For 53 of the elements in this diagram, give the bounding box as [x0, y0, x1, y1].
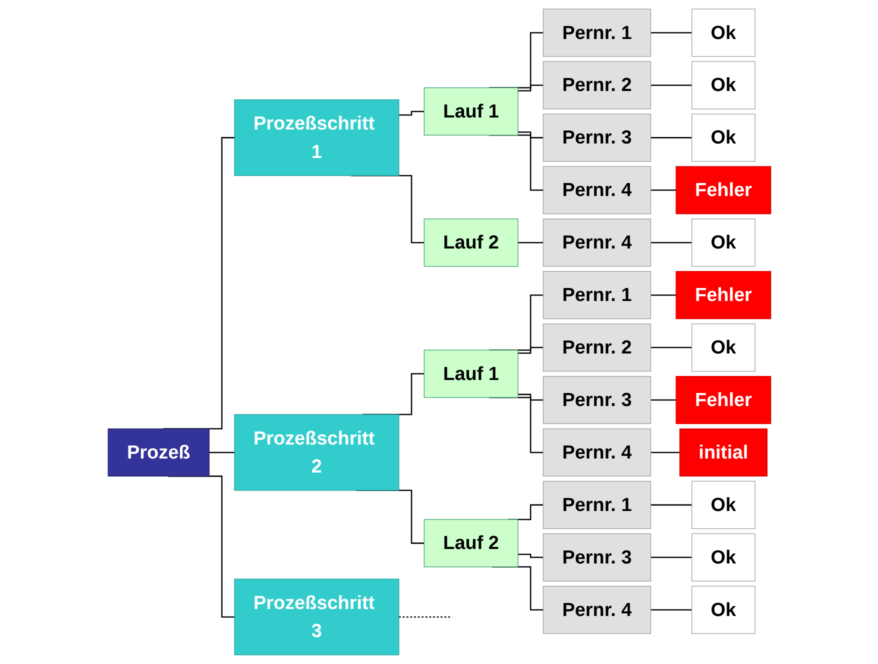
connector [398, 616, 452, 618]
connector [398, 110, 424, 116]
node-box: Ok [691, 533, 755, 582]
node-box: Ok [691, 114, 755, 162]
node-box: initial [678, 428, 768, 477]
connector [517, 84, 544, 92]
node-box: Lauf 1 [423, 350, 518, 398]
connector [650, 294, 676, 296]
connector [650, 346, 692, 348]
node-box: Fehler [675, 166, 771, 214]
node-box: Ok [691, 218, 755, 267]
connector [517, 346, 544, 354]
node-box: Prozeßschritt 3 [234, 578, 399, 656]
connector [650, 137, 692, 138]
connector [650, 609, 692, 611]
connector [650, 242, 692, 244]
node-box: Pernr. 1 [542, 8, 651, 57]
node-box: Prozeß [107, 428, 210, 477]
node-box: Pernr. 3 [542, 376, 651, 424]
connector [650, 504, 692, 506]
node-box: Ok [691, 8, 755, 57]
connector [650, 32, 692, 34]
connector [650, 190, 676, 191]
connector [650, 399, 676, 401]
node-box: Lauf 2 [423, 218, 518, 267]
node-box: Ok [691, 324, 755, 372]
node-box: Lauf 1 [423, 87, 518, 136]
connector [650, 556, 692, 558]
connector [650, 84, 692, 86]
connector [650, 452, 680, 454]
node-box: Pernr. 3 [542, 533, 651, 582]
node-box: Fehler [675, 376, 771, 424]
node-box: Ok [691, 480, 755, 529]
node-box: Pernr. 2 [542, 61, 651, 110]
connector [517, 554, 544, 558]
connector [208, 452, 235, 454]
node-box: Pernr. 1 [542, 480, 651, 529]
node-box: Pernr. 4 [542, 586, 651, 634]
node-box: Pernr. 3 [542, 114, 651, 162]
node-box: Pernr. 4 [542, 166, 651, 214]
node-box: Pernr. 1 [542, 271, 651, 320]
node-box: Lauf 2 [423, 519, 518, 568]
node-box: Fehler [675, 271, 771, 320]
node-box: Ok [691, 61, 755, 110]
node-box: Pernr. 4 [542, 218, 651, 267]
connector [517, 242, 544, 244]
node-box: Prozeßschritt 1 [234, 99, 399, 176]
node-box: Pernr. 2 [542, 324, 651, 372]
node-box: Prozeßschritt 2 [234, 414, 399, 491]
connector [517, 132, 544, 138]
node-box: Pernr. 4 [542, 428, 651, 477]
node-box: Ok [691, 586, 755, 634]
connector [517, 394, 544, 401]
